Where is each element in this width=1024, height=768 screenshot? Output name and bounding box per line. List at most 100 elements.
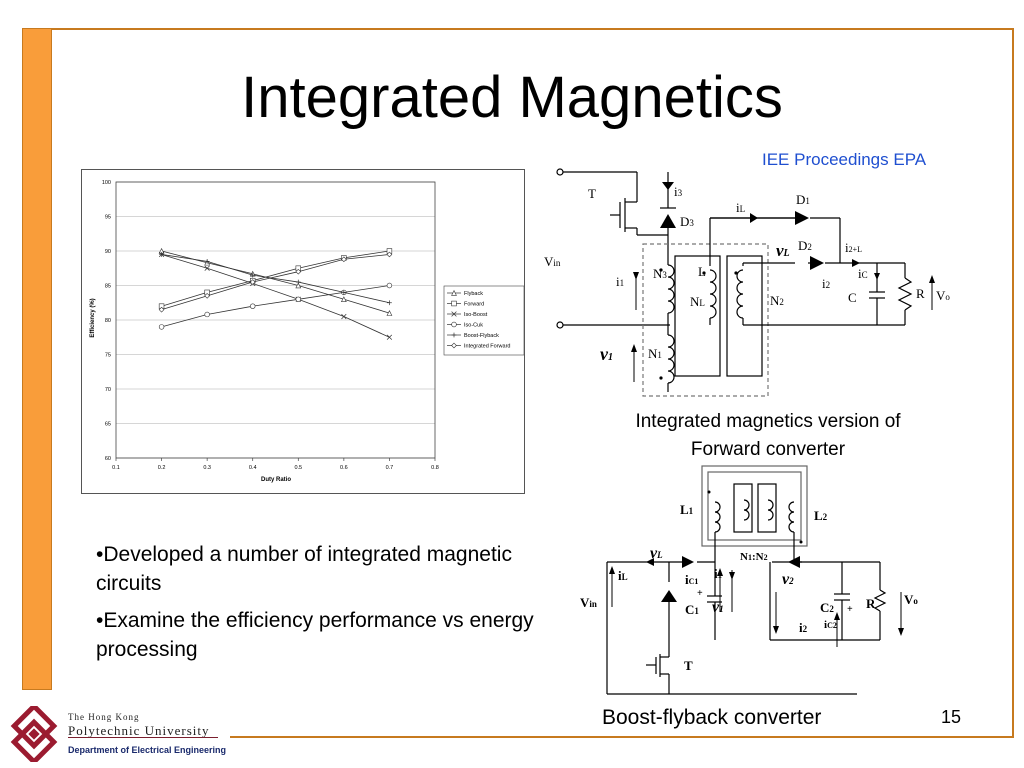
chart-point — [451, 300, 457, 307]
fwd-label-d3-sub: 3 — [689, 218, 694, 228]
svg-text:i1: i1 — [616, 274, 624, 289]
fb-label-c1-sub: 1 — [694, 606, 699, 616]
svg-text:D3: D3 — [680, 214, 694, 229]
svg-text:D1: D1 — [796, 192, 810, 207]
footer-divider — [68, 737, 218, 738]
chart-y-tick-label: 100 — [102, 180, 111, 186]
fwd-label-vl-sub: L — [783, 248, 790, 259]
chart-x-tick-label: 0.3 — [203, 465, 211, 471]
frame-bottom-border — [230, 736, 1014, 738]
chart-point — [386, 282, 393, 289]
chart-point — [451, 342, 457, 349]
chart-point — [204, 311, 210, 318]
chart-x-tick-label: 0.7 — [386, 465, 394, 471]
chart-y-tick-label: 60 — [105, 456, 111, 462]
svg-text:vL: vL — [776, 241, 790, 260]
fwd-label-i2l: i — [845, 240, 849, 255]
fb-label-t: T — [684, 658, 693, 673]
svg-text:i2: i2 — [822, 276, 830, 291]
fwd-label-n3: N — [653, 266, 663, 281]
fb-label-ic1-sub: C1 — [689, 577, 699, 586]
chart-series-line — [161, 254, 390, 338]
bullet-item: •Developed a number of integrated magnet… — [96, 543, 512, 595]
chart-point — [204, 258, 210, 264]
fwd-label-i2l-sub: 2+L — [849, 245, 863, 254]
boost-flyback-caption: Boost-flyback converter — [602, 706, 822, 729]
university-name: The Hong Kong Polytechnic University — [68, 712, 210, 739]
chart-legend-label: Boost-Flyback — [464, 333, 499, 339]
chart-y-tick-label: 75 — [105, 353, 111, 359]
chart-x-tick-label: 0.6 — [340, 465, 348, 471]
fwd-label-n2-sub: 2 — [779, 297, 784, 307]
fb-label-vl-sub: L — [656, 550, 663, 560]
chart-point — [249, 279, 256, 285]
chart-y-tick-label: 65 — [105, 422, 111, 428]
fb-label-c1: C — [685, 602, 694, 617]
fwd-label-il: i — [736, 200, 740, 215]
chart-point — [204, 293, 210, 299]
svg-text:NL: NL — [690, 294, 705, 309]
fwd-label-n1-sub: 1 — [657, 350, 662, 360]
chart-series-line — [161, 250, 390, 307]
forward-caption-line2: Forward converter — [690, 439, 846, 460]
fwd-label-ic-sub: C — [862, 270, 868, 280]
chart-point — [451, 311, 457, 317]
fb-label-vo: V — [904, 592, 914, 607]
forward-converter-caption: Integrated magnetics version of Forward … — [592, 408, 944, 464]
fb-label-il-sub: L — [622, 572, 628, 582]
chart-x-axis-label: Duty Ratio — [261, 477, 291, 483]
svg-text:iL: iL — [736, 200, 745, 215]
fwd-label-nl-sub: L — [699, 298, 705, 308]
fb-label-c2-plus: + — [847, 604, 853, 615]
page-number: 15 — [941, 707, 962, 727]
fb-label-il: i — [618, 568, 622, 583]
chart-point — [451, 321, 457, 328]
fb-label-l2-sub: 2 — [823, 512, 828, 522]
fwd-label-vin: V — [544, 254, 554, 269]
fwd-label-d1-sub: 1 — [805, 196, 810, 206]
fb-label-v2-sub: 2 — [788, 576, 794, 586]
fwd-label-c: C — [848, 290, 857, 305]
chart-y-axis-label: Efficiency (%) — [90, 298, 96, 337]
fwd-label-i3-sub: 3 — [678, 188, 683, 198]
chart-point — [158, 324, 165, 330]
frame-right-border — [1012, 28, 1014, 738]
fwd-label-d3: D — [680, 214, 689, 229]
chart-point — [159, 252, 164, 257]
fwd-label-d2-sub: 2 — [807, 242, 812, 252]
chart-legend-label: Iso-Boost — [464, 312, 488, 318]
fb-label-v2: v — [782, 571, 790, 588]
svg-text:i2+L: i2+L — [845, 240, 862, 255]
svg-text:N2: N2 — [770, 293, 784, 308]
bullet-item: •Examine the efficiency performance vs e… — [96, 609, 534, 661]
fwd-label-n2: N — [770, 293, 780, 308]
chart-point — [386, 310, 393, 316]
fb-label-ic2-sub: C2 — [827, 621, 837, 630]
fb-label-c2-sub: 2 — [829, 604, 834, 614]
chart-x-tick-label: 0.1 — [112, 465, 120, 471]
side-accent-bar — [22, 28, 52, 690]
fb-label-ic2: i — [824, 619, 827, 631]
chart-point — [341, 290, 347, 295]
chart-x-tick-label: 0.5 — [294, 465, 302, 471]
forward-caption-line1: Integrated magnetics version of — [635, 411, 901, 432]
fb-label-l1-sub: 1 — [689, 506, 694, 516]
source-reference: IEE Proceedings EPA — [762, 150, 927, 169]
svg-text:C2: C2 — [820, 600, 834, 615]
fb-label-vl: v — [650, 545, 658, 562]
fwd-label-n1: N — [648, 346, 658, 361]
chart-series-line — [161, 250, 390, 314]
fb-label-vin-sub: in — [589, 599, 597, 609]
department-name: Department of Electrical Engineering — [68, 745, 227, 755]
chart-series-line — [161, 254, 390, 311]
boost-flyback-circuit: L1 L2 vL N1:N2 iL iC1 i1 v2 Vin C1 + v1 … — [580, 465, 918, 695]
svg-text:Vin: Vin — [544, 254, 561, 269]
chart-point — [386, 251, 393, 258]
svg-text:iL: iL — [618, 568, 628, 583]
svg-text:Vo: Vo — [904, 592, 918, 607]
bullet-list: •Developed a number of integrated magnet… — [96, 540, 566, 672]
fwd-label-vo-sub: o — [945, 292, 950, 302]
svg-text:iC: iC — [858, 266, 868, 281]
university-name-line1: The Hong Kong — [68, 712, 140, 722]
